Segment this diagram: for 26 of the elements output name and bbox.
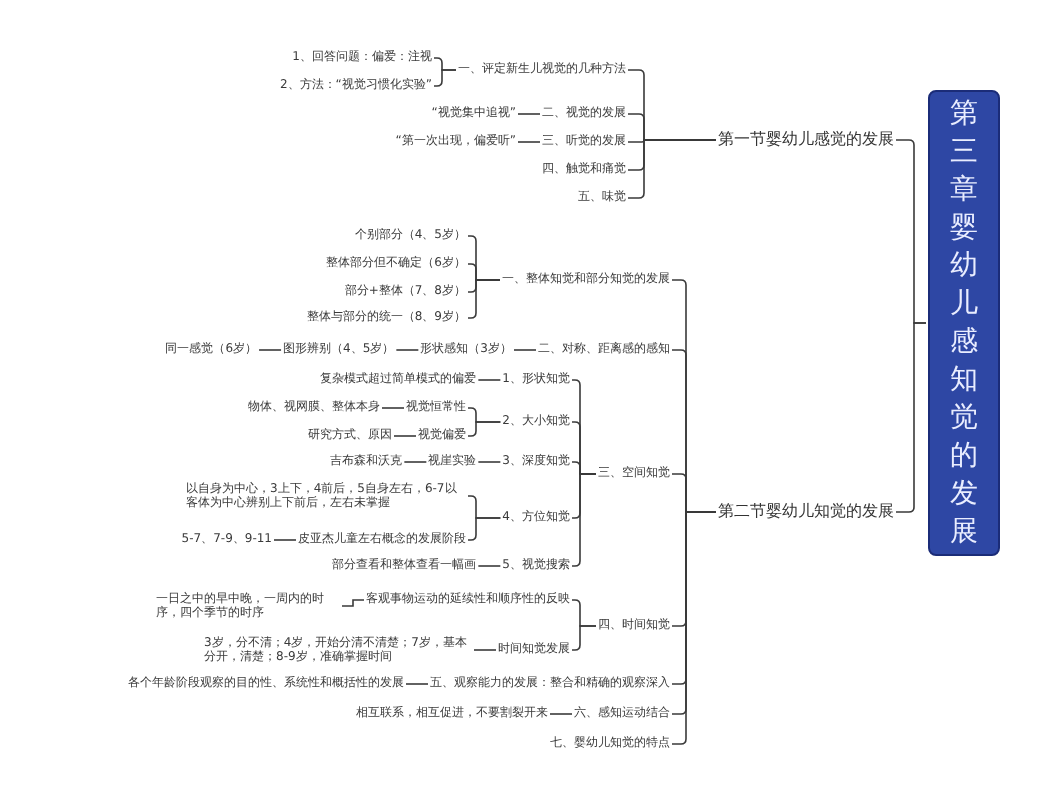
connector-line [258,349,282,351]
connector-line [393,435,417,437]
connector-line [549,713,573,715]
connector-line [571,625,597,651]
connector-line [467,517,502,541]
chapter-title-box: 第三章婴幼儿感知觉的发展 [928,90,1000,556]
connector-line [477,565,502,567]
connector-line [517,113,541,115]
connector-line [341,599,365,607]
connector-line [381,407,405,409]
connector-line [513,349,537,351]
connector-line [395,349,420,351]
connector-line [627,139,717,199]
connector-line [477,379,502,381]
section-heading: 第二节婴幼儿知觉的发展 [718,502,894,522]
connector-line [433,69,457,87]
connector-line [467,421,502,437]
connector-line [405,683,429,685]
connector-line [467,279,501,319]
connector-line [403,461,428,463]
connector-line [273,539,297,541]
section-heading: 第一节婴幼儿感觉的发展 [718,130,894,150]
connector-line [517,141,541,143]
connector-line [571,473,597,567]
connector-line [473,649,497,651]
connector-line [477,461,502,463]
